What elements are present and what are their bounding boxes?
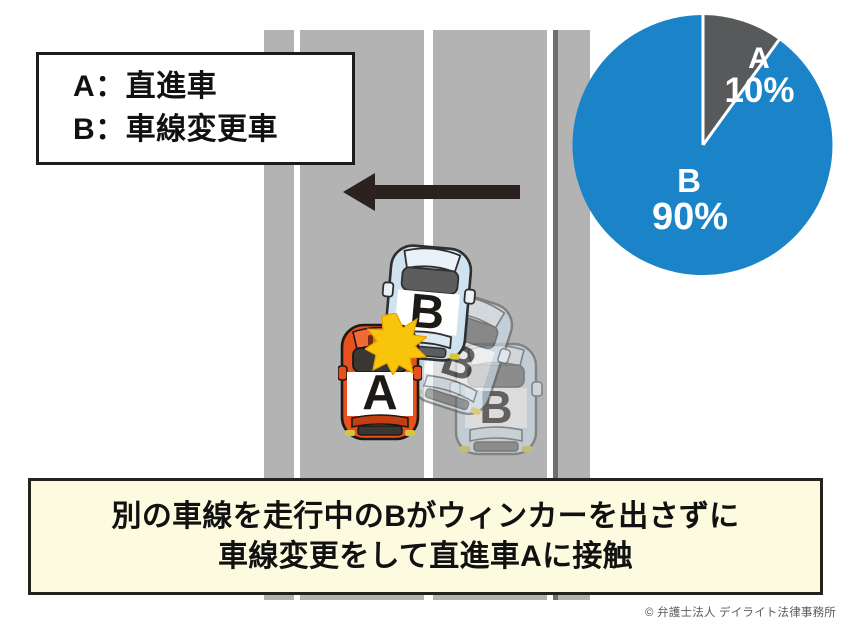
pie-chart: A 10% B 90% (572, 14, 834, 276)
pie-chart-svg (572, 14, 833, 275)
legend-item-a: A：直進車 (73, 69, 218, 103)
caption-line-1: 別の車線を走行中のBがウィンカーを出さずに (111, 499, 740, 533)
lane-line-right (547, 30, 553, 600)
svg-text:A: A (362, 366, 397, 420)
legend-box: A：直進車 B：車線変更車 (36, 52, 355, 165)
road-shoulder-line (553, 30, 558, 600)
caption-box: 別の車線を走行中のBがウィンカーを出さずに 車線変更をして直進車Aに接触 (28, 478, 823, 595)
pie-slice-a (703, 15, 779, 145)
lane-line-outer (294, 30, 300, 600)
legend-item-b: B：車線変更車 (73, 112, 279, 146)
caption-line-2: 車線変更をして直進車Aに接触 (218, 539, 633, 573)
traffic-direction-arrow-icon (343, 173, 520, 211)
impact-burst-icon (365, 313, 427, 375)
copyright-notice: © 弁護士法人 デイライト法律事務所 (645, 607, 836, 619)
